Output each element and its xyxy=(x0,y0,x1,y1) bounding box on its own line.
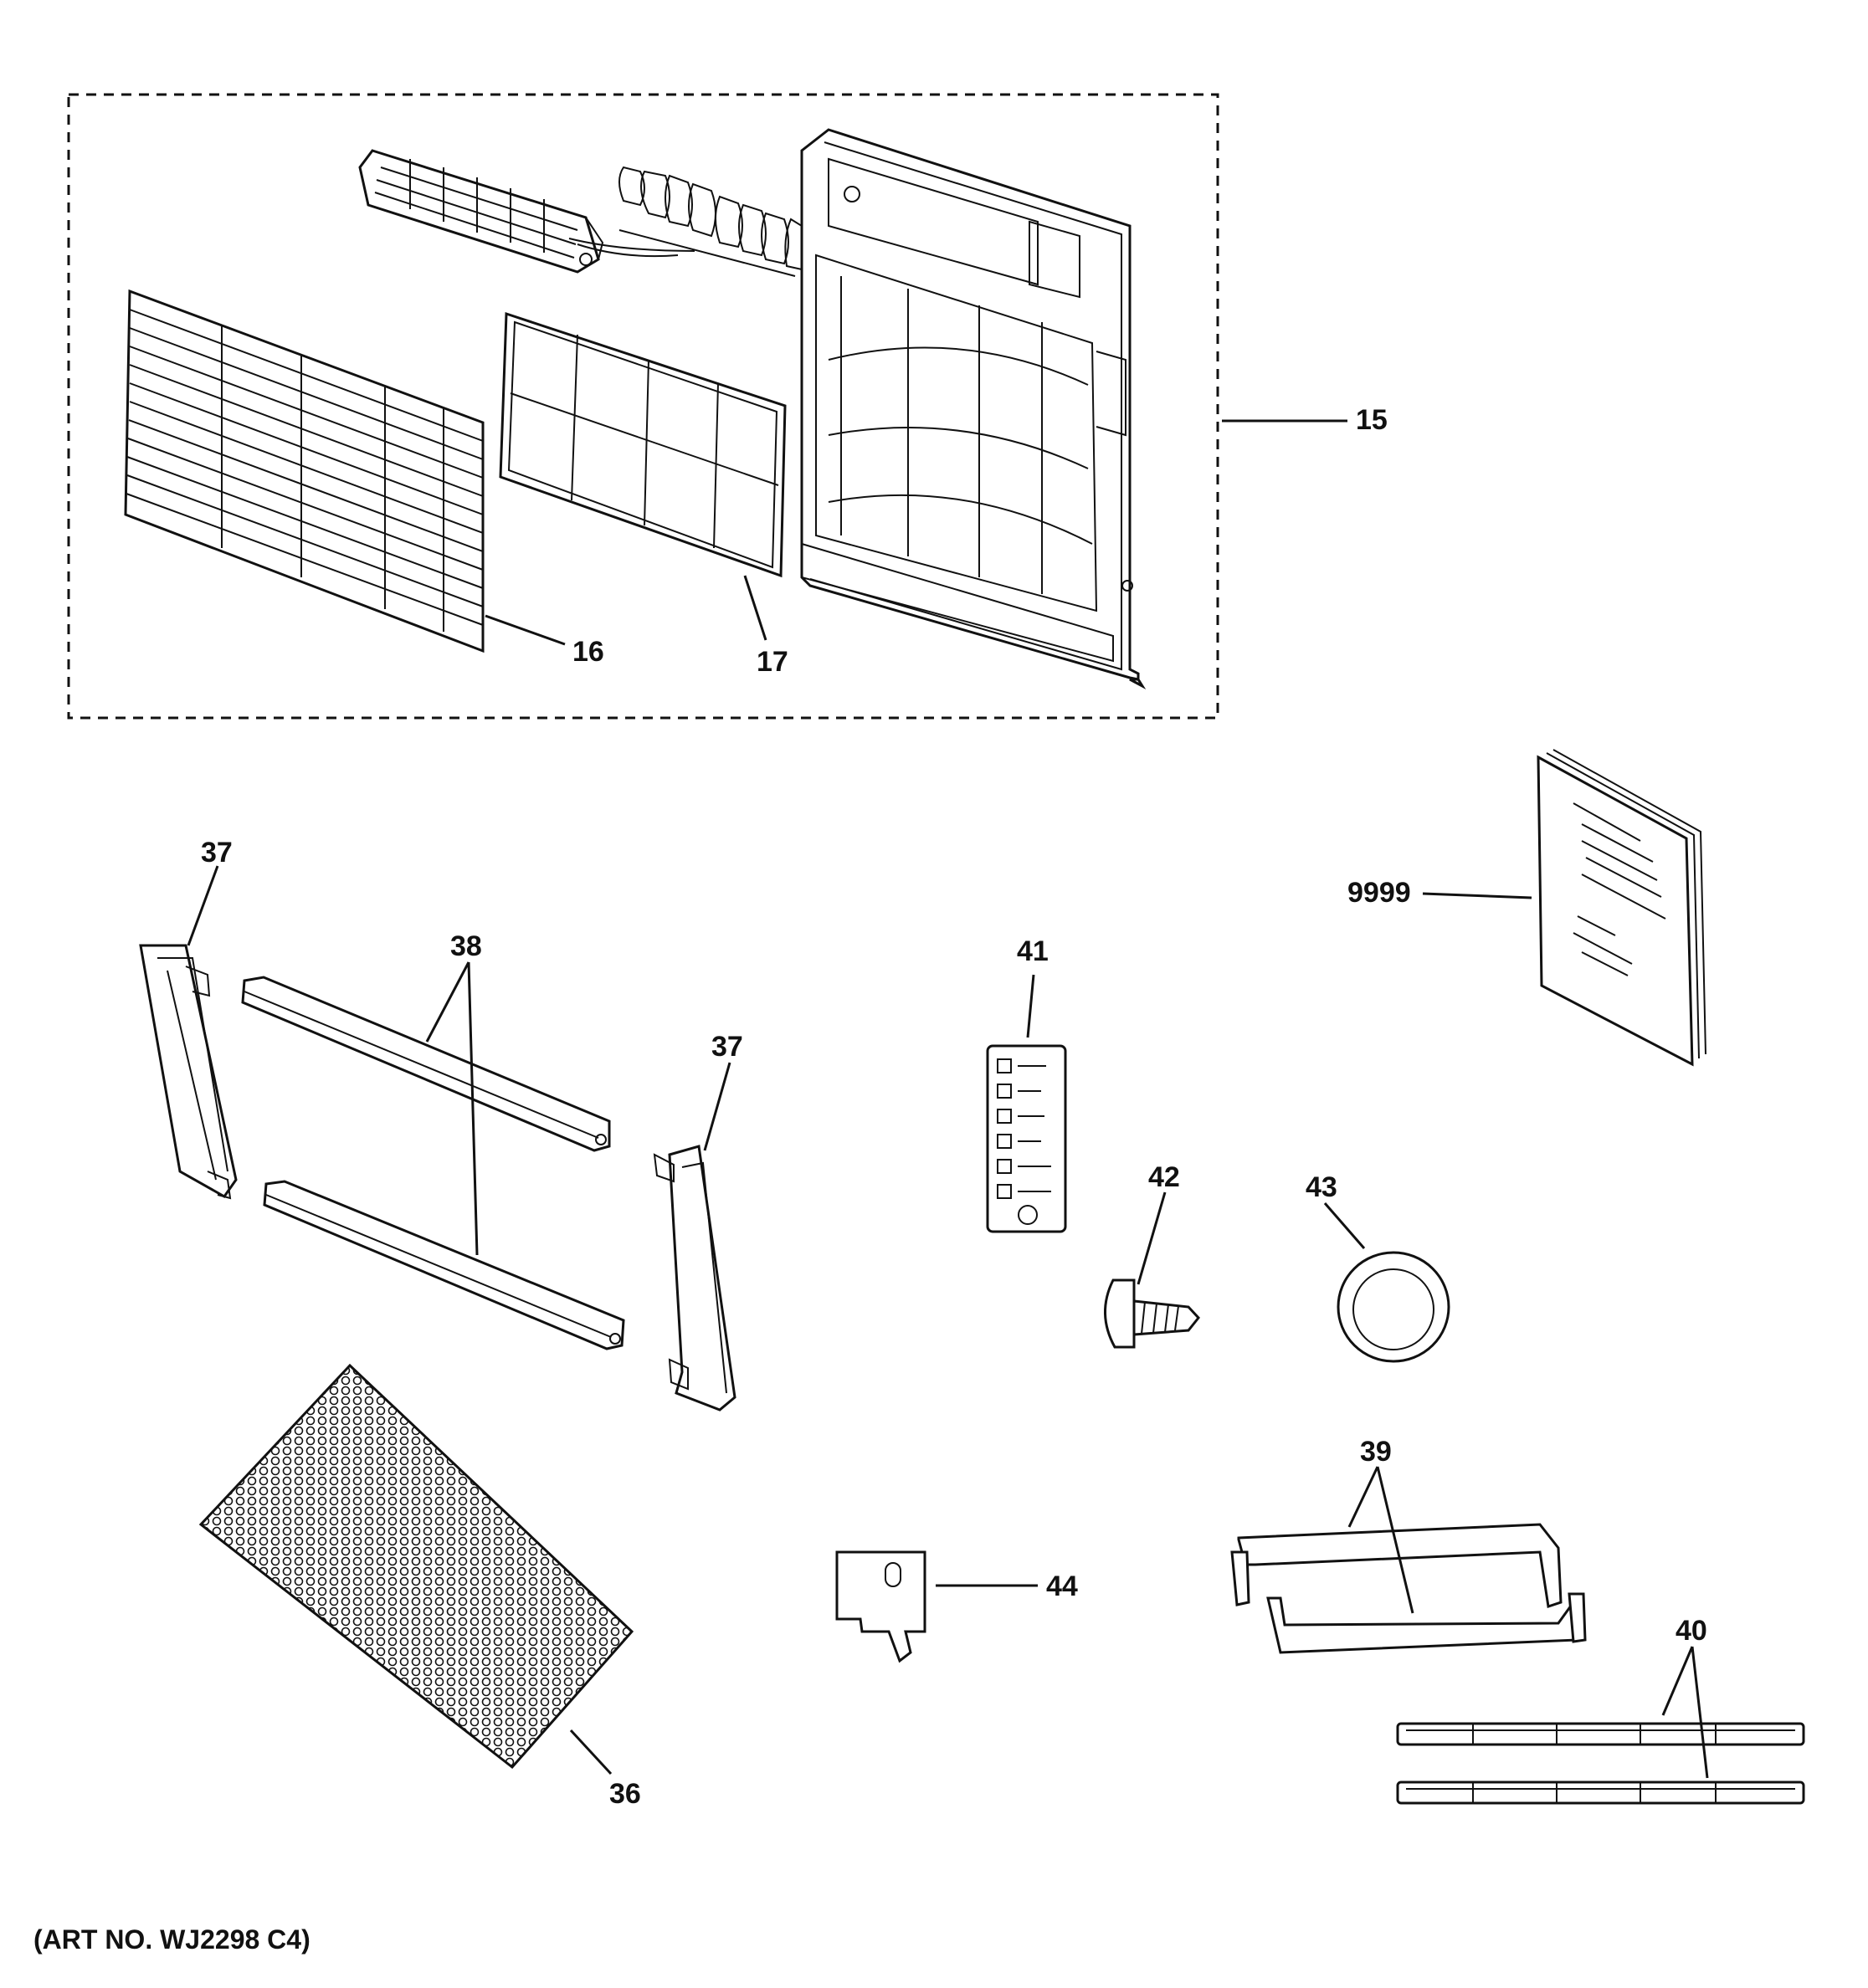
kit-15-boundary xyxy=(67,93,1219,720)
part-37-left-frame xyxy=(139,944,238,1200)
part-39-brackets xyxy=(1230,1523,1587,1654)
part-36-mesh-screen xyxy=(198,1363,634,1770)
part-38-top-rail xyxy=(241,976,611,1152)
leader-lines xyxy=(187,419,1709,1779)
part-38-bottom-rail xyxy=(263,1180,625,1350)
part-9999-manual xyxy=(1537,749,1706,1067)
callout-15: 15 xyxy=(1356,404,1388,436)
callout-40: 40 xyxy=(1676,1615,1707,1647)
part-41-control-panel-label xyxy=(986,1044,1067,1233)
callout-36: 36 xyxy=(609,1778,641,1810)
callout-16: 16 xyxy=(572,636,604,668)
callout-42: 42 xyxy=(1148,1161,1180,1193)
callout-17: 17 xyxy=(757,646,788,678)
callout-41: 41 xyxy=(1017,935,1049,967)
callout-9999: 9999 xyxy=(1347,877,1411,909)
callout-44: 44 xyxy=(1046,1570,1078,1602)
louver-vanes xyxy=(618,166,803,277)
part-43-seal-ring xyxy=(1337,1251,1450,1363)
callout-43: 43 xyxy=(1306,1171,1337,1203)
louver-assembly xyxy=(358,149,695,274)
callout-39: 39 xyxy=(1360,1436,1392,1468)
callout-37-left: 37 xyxy=(201,837,233,868)
part-16-grille xyxy=(124,289,485,653)
part-42-screw xyxy=(1104,1278,1200,1349)
part-15-front-panel xyxy=(800,128,1147,689)
part-40-strips xyxy=(1396,1722,1805,1805)
art-number: (ART NO. WJ2298 C4) xyxy=(33,1924,310,1955)
callout-38: 38 xyxy=(450,930,482,962)
part-44-key xyxy=(835,1550,926,1663)
part-17-filter xyxy=(499,311,787,578)
part-37-right-frame xyxy=(653,1145,736,1412)
callout-37-right: 37 xyxy=(711,1031,743,1063)
